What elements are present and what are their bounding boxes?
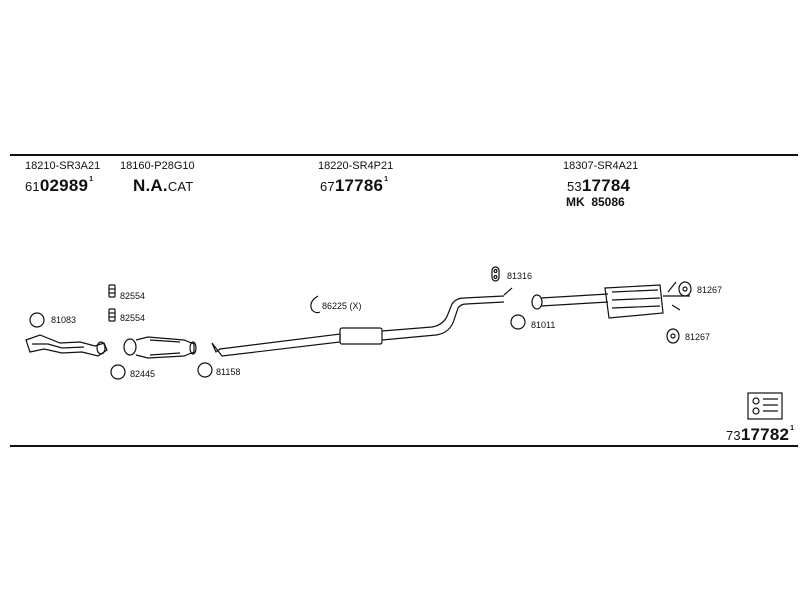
gasket-ring-82445[interactable] [110, 364, 126, 380]
catalytic-converter-part[interactable] [123, 336, 197, 359]
label-86225: 86225 (X) [322, 301, 362, 311]
mounting-kit-icon[interactable] [747, 392, 783, 420]
label-81267-a: 81267 [697, 285, 723, 295]
label-81158: 81158 [216, 367, 241, 377]
front-pipe-part[interactable] [25, 334, 108, 357]
gasket-ring-81158[interactable] [197, 362, 213, 378]
label-81316: 81316 [507, 271, 533, 281]
label-82554-a: 82554 [120, 291, 146, 301]
oem-number-middle-silencer: 18220-SR4P21 [318, 160, 394, 172]
rear-silencer-part[interactable] [531, 281, 690, 319]
hanger-81267-a-icon[interactable] [678, 281, 692, 297]
oem-number-rear-silencer: 18307-SR4A21 [563, 160, 639, 172]
part-code-middle-silencer[interactable]: 67177861 [320, 176, 389, 195]
label-82445: 82445 [130, 369, 156, 379]
label-82554-b: 82554 [120, 313, 146, 323]
part-code-front-pipe[interactable]: 61029891 [25, 176, 94, 195]
label-81011: 81011 [531, 320, 556, 330]
label-81083: 81083 [51, 315, 77, 325]
hanger-81316-icon[interactable] [491, 266, 500, 282]
label-81267-b: 81267 [685, 332, 711, 342]
part-code-catalyst[interactable]: N.A.CAT [133, 176, 194, 195]
part-code-rear-silencer[interactable]: 5317784 [567, 176, 631, 195]
bottom-divider [10, 445, 798, 447]
clamp-82554-b-icon[interactable] [108, 308, 116, 322]
mounting-kit-code[interactable]: MK 85086 [566, 195, 625, 209]
middle-silencer-part[interactable] [211, 287, 513, 357]
hanger-81267-b-icon[interactable] [666, 328, 680, 344]
clamp-86225-icon[interactable] [310, 295, 321, 314]
part-code-mounting-kit[interactable]: 73177821 [726, 425, 795, 444]
top-divider [10, 154, 798, 156]
clamp-82554-a-icon[interactable] [108, 284, 116, 298]
oem-number-catalyst: 18160-P28G10 [120, 160, 195, 172]
oem-number-front-pipe: 18210-SR3A21 [25, 160, 101, 172]
gasket-ring-81011[interactable] [510, 314, 526, 330]
gasket-ring-81083[interactable] [29, 312, 45, 328]
